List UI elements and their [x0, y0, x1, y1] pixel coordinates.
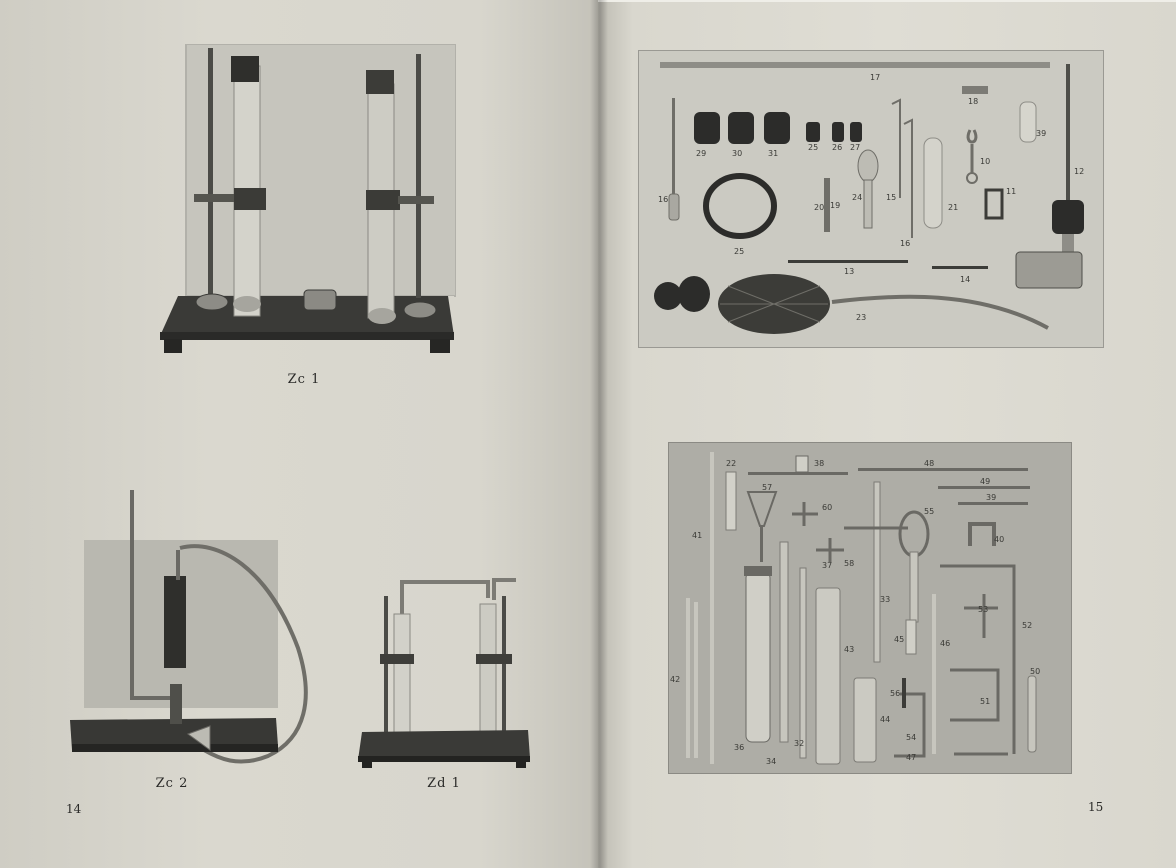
- svg-text:53: 53: [978, 605, 988, 614]
- figure-zc1-photo: [158, 44, 456, 364]
- svg-text:41: 41: [692, 531, 702, 540]
- svg-text:23: 23: [856, 313, 866, 322]
- figure-zd1-photo: [356, 574, 532, 770]
- svg-text:34: 34: [766, 757, 776, 766]
- svg-text:25: 25: [734, 247, 744, 256]
- svg-text:30: 30: [732, 149, 742, 158]
- svg-text:18: 18: [968, 97, 978, 106]
- svg-text:22: 22: [726, 459, 736, 468]
- page-number-right: 15: [1088, 800, 1104, 814]
- svg-text:36: 36: [734, 743, 744, 752]
- svg-text:55: 55: [924, 507, 934, 516]
- svg-text:47: 47: [906, 753, 916, 762]
- figure-accessories-top-photo: 17 18 29 30 31 25 26 27 19 15 10 39 16 2…: [638, 50, 1104, 348]
- figure-zc2-caption: Zc 2: [155, 776, 189, 791]
- svg-text:15: 15: [886, 193, 896, 202]
- svg-text:24: 24: [852, 193, 862, 202]
- svg-text:44: 44: [880, 715, 890, 724]
- svg-text:60: 60: [822, 503, 832, 512]
- svg-text:16: 16: [658, 195, 668, 204]
- svg-text:13: 13: [844, 267, 854, 276]
- svg-text:10: 10: [980, 157, 990, 166]
- svg-text:14: 14: [960, 275, 970, 284]
- svg-text:33: 33: [880, 595, 890, 604]
- page-number-left: 14: [66, 802, 82, 816]
- svg-text:50: 50: [1030, 667, 1040, 676]
- svg-text:26: 26: [832, 143, 842, 152]
- svg-text:25: 25: [808, 143, 818, 152]
- svg-text:57: 57: [762, 483, 772, 492]
- svg-text:16: 16: [900, 239, 910, 248]
- svg-text:56: 56: [890, 689, 900, 698]
- svg-text:39: 39: [986, 493, 996, 502]
- figure-zc2-photo: [68, 488, 312, 770]
- svg-text:11: 11: [1006, 187, 1016, 196]
- svg-text:12: 12: [1074, 167, 1084, 176]
- svg-text:45: 45: [894, 635, 904, 644]
- figure-zd1-caption: Zd 1: [427, 776, 461, 791]
- svg-text:17: 17: [870, 73, 880, 82]
- svg-text:52: 52: [1022, 621, 1032, 630]
- svg-text:58: 58: [844, 559, 854, 568]
- svg-text:43: 43: [844, 645, 854, 654]
- svg-text:19: 19: [830, 201, 840, 210]
- svg-text:20: 20: [814, 203, 824, 212]
- svg-text:31: 31: [768, 149, 778, 158]
- left-page: Zc 1 Zc 2: [0, 0, 598, 868]
- book-gutter: [590, 0, 608, 868]
- svg-text:29: 29: [696, 149, 706, 158]
- svg-text:54: 54: [906, 733, 916, 742]
- svg-text:39: 39: [1036, 129, 1046, 138]
- svg-text:42: 42: [670, 675, 680, 684]
- svg-text:38: 38: [814, 459, 824, 468]
- figure-zc1-caption: Zc 1: [287, 372, 321, 387]
- svg-text:27: 27: [850, 143, 860, 152]
- right-page: 17 18 29 30 31 25 26 27 19 15 10 39 16 2…: [598, 0, 1176, 868]
- svg-text:32: 32: [794, 739, 804, 748]
- svg-text:37: 37: [822, 561, 832, 570]
- svg-text:48: 48: [924, 459, 934, 468]
- figure-glassware-bottom-photo: 22 38 48 49 39 41 57 60 58 37 55 40 33 5…: [668, 442, 1072, 774]
- svg-text:40: 40: [994, 535, 1004, 544]
- svg-text:49: 49: [980, 477, 990, 486]
- svg-text:46: 46: [940, 639, 950, 648]
- svg-text:21: 21: [948, 203, 958, 212]
- svg-text:51: 51: [980, 697, 990, 706]
